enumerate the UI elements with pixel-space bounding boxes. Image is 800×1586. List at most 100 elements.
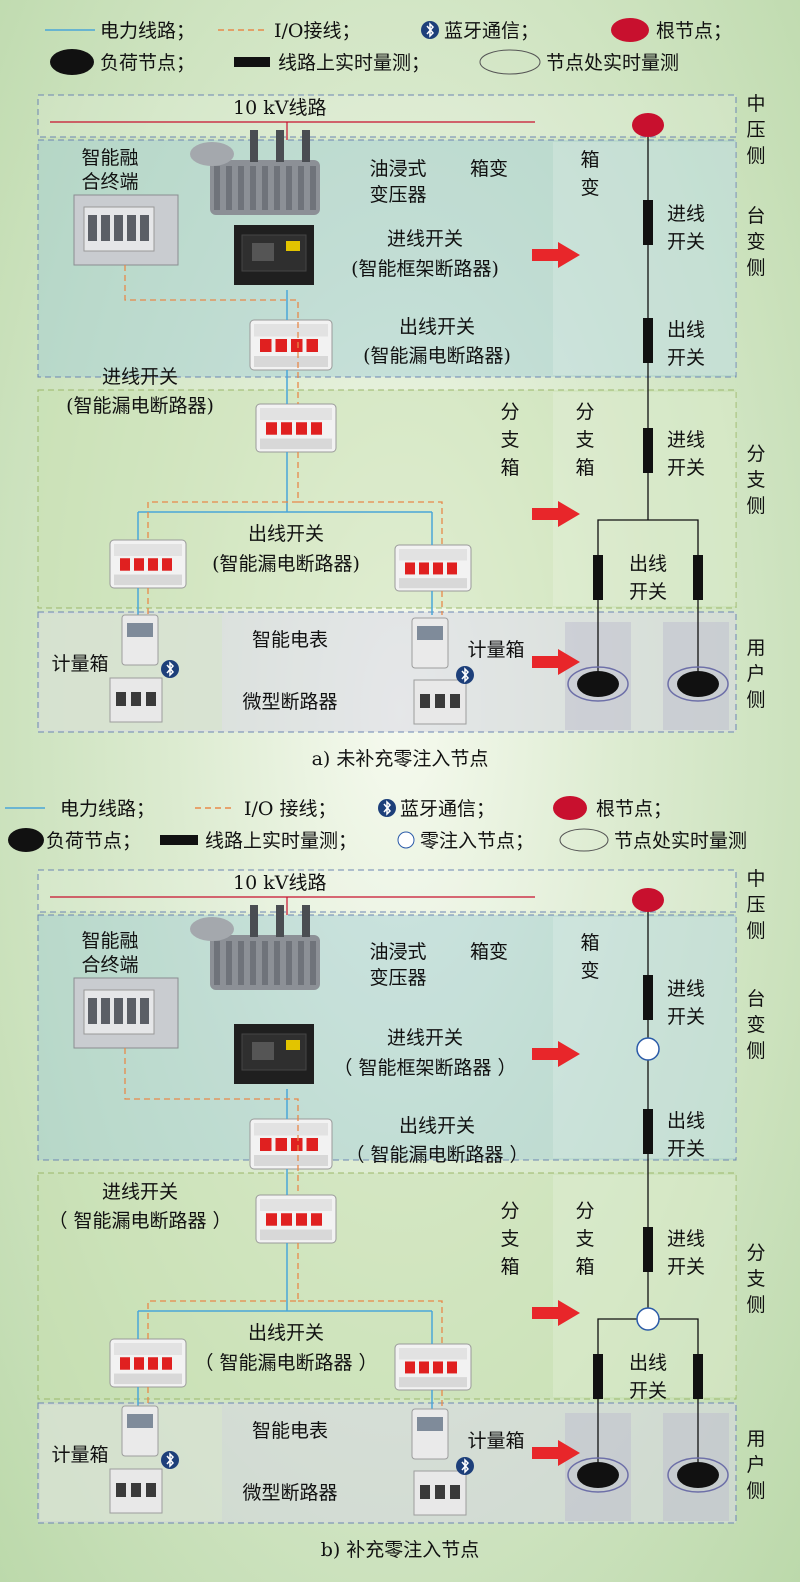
meter-body	[411, 617, 449, 669]
branch-box-label: 分	[500, 1200, 519, 1222]
breaker-bottom	[254, 356, 328, 367]
mini-handle	[420, 1485, 430, 1499]
topo-branch-outgoing-label: 开关	[629, 1380, 667, 1402]
breaker-top	[399, 1348, 467, 1360]
breaker-handle	[281, 422, 292, 435]
tx-fin	[238, 166, 244, 210]
breaker-top	[260, 1199, 332, 1211]
meter-screen	[417, 626, 443, 640]
line-measure	[693, 555, 703, 600]
breaker-handle	[311, 422, 322, 435]
tx-fin	[274, 941, 280, 985]
arrow-icon	[532, 242, 580, 268]
tx-bushing	[302, 130, 310, 162]
breaker-handle	[281, 1213, 292, 1226]
frame-indicator	[286, 241, 300, 251]
legend-io-label: I/O 接线；	[244, 798, 337, 820]
mv-region	[37, 869, 737, 913]
topo-incoming-label: 进线	[667, 203, 705, 225]
branch-box-label: 箱	[500, 1256, 519, 1278]
meter-box-right-label: 计量箱	[467, 1430, 524, 1452]
tx-fin	[226, 166, 232, 210]
arrow-icon	[532, 501, 580, 527]
mini-handle	[131, 692, 141, 706]
legend-nodemeas-label: 节点处实时量测	[546, 52, 679, 74]
frame-breaker-icon	[234, 225, 314, 285]
bluetooth-icon-glyph	[426, 22, 435, 38]
leakage-breaker-icon	[255, 1194, 337, 1244]
legend-power-label: 电力线路；	[100, 20, 195, 42]
breaker-bottom	[114, 574, 182, 586]
legend-load-label: 负荷节点；	[46, 830, 141, 852]
terminal-module	[114, 215, 123, 241]
load-node	[577, 1462, 619, 1488]
mini-handle	[146, 1483, 156, 1497]
tx-bushing	[250, 130, 258, 162]
side-label-branch: 侧	[746, 1294, 765, 1316]
tx-conservator	[190, 917, 234, 941]
mini-handle	[116, 1483, 126, 1497]
legend: 电力线路；I/O接线；蓝牙通信；根节点；负荷节点；线路上实时量测；节点处实时量测	[45, 18, 732, 75]
tx-fin	[310, 941, 316, 985]
transformer-label: 变压器	[369, 967, 426, 989]
mini-handle	[146, 692, 156, 706]
tx-bushing	[250, 905, 258, 937]
bluetooth-icon-glyph	[383, 800, 392, 816]
legend-node-measure	[479, 49, 541, 75]
outgoing-switch-branch-label: 出线开关	[248, 523, 324, 545]
box-transformer-label-b: 变	[580, 177, 599, 199]
terminal-module	[127, 998, 136, 1024]
transformer-label: 油浸式	[369, 941, 426, 963]
terminal-module	[127, 215, 136, 241]
breaker-handle	[291, 339, 303, 352]
meter-screen	[127, 1414, 153, 1428]
topo-branch-incoming-label: 开关	[667, 457, 705, 479]
tx-fin	[214, 941, 220, 985]
mini-handle	[131, 1483, 141, 1497]
outgoing-switch-main-sub: （ 智能漏电断路器 ）	[345, 1144, 528, 1166]
leakage-breaker-icon	[249, 1118, 333, 1170]
incoming-switch-main-label: 进线开关	[387, 228, 463, 250]
terminal-module	[101, 215, 110, 241]
root-node	[632, 113, 664, 137]
bluetooth-icon	[456, 666, 474, 684]
meter-box-left-label: 计量箱	[51, 1444, 108, 1466]
legend-load-node	[8, 828, 44, 852]
side-label-branch: 分	[746, 1242, 765, 1264]
legend-linemeas-label: 线路上实时量测；	[205, 830, 357, 852]
incoming-switch-branch-sub: (智能漏电断路器)	[66, 395, 214, 417]
breaker-handle	[419, 1361, 429, 1374]
branch-box-label-b: 箱	[575, 1256, 594, 1278]
mini-handle	[450, 1485, 460, 1499]
branch-box-label-b: 支	[575, 1228, 594, 1250]
leakage-breaker-icon	[109, 1338, 187, 1388]
tx-fin	[286, 941, 292, 985]
mini-breaker-icon	[109, 677, 163, 723]
topo-branch-outgoing-label: 开关	[629, 581, 667, 603]
mini-handle	[435, 694, 445, 708]
bluetooth-icon-glyph	[166, 661, 175, 677]
legend-io-label: I/O接线；	[274, 20, 360, 42]
breaker-handle	[162, 1357, 172, 1370]
terminal-module	[140, 998, 149, 1024]
line-measure	[643, 1109, 653, 1154]
meter-box-left-label: 计量箱	[51, 653, 108, 675]
side-label-tx: 台	[746, 988, 765, 1010]
incoming-switch-main-sub: （ 智能框架断路器 ）	[333, 1057, 516, 1079]
line-measure	[593, 1354, 603, 1399]
node-measure	[667, 666, 729, 702]
side-label-tx: 变	[746, 1014, 765, 1036]
side-label-user: 用	[746, 637, 765, 659]
breaker-top	[254, 1123, 328, 1136]
outgoing-switch-main-label: 出线开关	[399, 1115, 475, 1137]
topo-branch-incoming-label: 进线	[667, 1228, 705, 1250]
line-measure	[643, 975, 653, 1020]
branch-box-label-b: 支	[575, 429, 594, 451]
tx-fin	[214, 166, 220, 210]
side-label-user: 户	[746, 663, 765, 685]
legend-line-measure	[160, 835, 198, 845]
breaker-handle	[134, 558, 144, 571]
smart-meter-icon	[121, 1405, 159, 1457]
terminal-module	[101, 998, 110, 1024]
meter-body	[411, 1408, 449, 1460]
